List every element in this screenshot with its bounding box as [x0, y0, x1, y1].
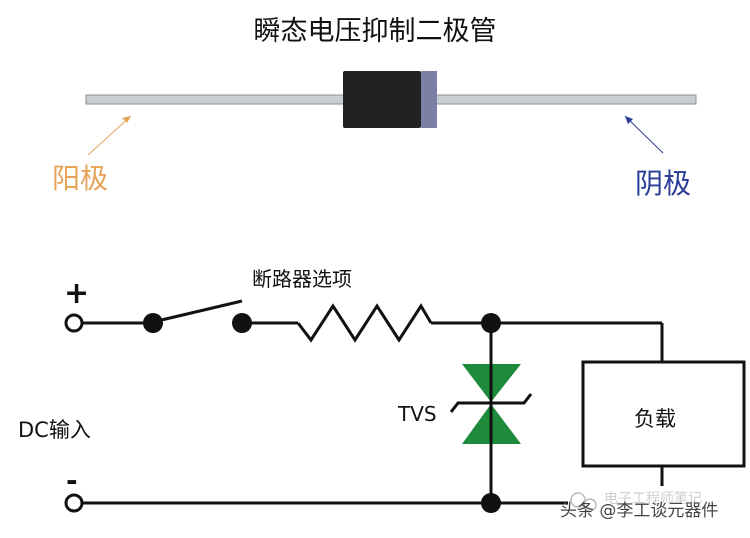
tvs-symbol: [449, 361, 533, 445]
junction-bottom: [481, 493, 501, 513]
negative-terminal: [64, 493, 84, 513]
cathode-band: [421, 71, 437, 128]
cathode-arrow: [624, 115, 664, 154]
circuit-wires: [82, 299, 664, 505]
dc-input-label: DC输入: [18, 418, 91, 442]
switch-contact-left: [143, 313, 163, 333]
junction-top: [481, 313, 501, 333]
anode-label: 阳极: [52, 162, 109, 195]
diode-component: [85, 71, 697, 128]
anode-arrow: [87, 115, 132, 156]
diode-body: [343, 71, 421, 128]
load-box: [581, 360, 746, 468]
positive-terminal: [64, 313, 84, 333]
positive-label: +: [64, 276, 90, 311]
cathode-label: 阴极: [635, 167, 692, 200]
watermark-text: 电子工程师笔记: [604, 491, 702, 507]
negative-label: -: [66, 464, 78, 497]
breaker-label: 断路器选项: [252, 267, 352, 291]
load-label: 负载: [634, 407, 676, 431]
tvs-label: TVS: [398, 402, 437, 426]
switch-contact-right: [232, 313, 252, 333]
diagram-title: 瞬态电压抑制二极管: [253, 16, 497, 47]
source-label: 头条 @李工谈元器件: [560, 501, 719, 521]
wechat-icon: [570, 492, 597, 512]
